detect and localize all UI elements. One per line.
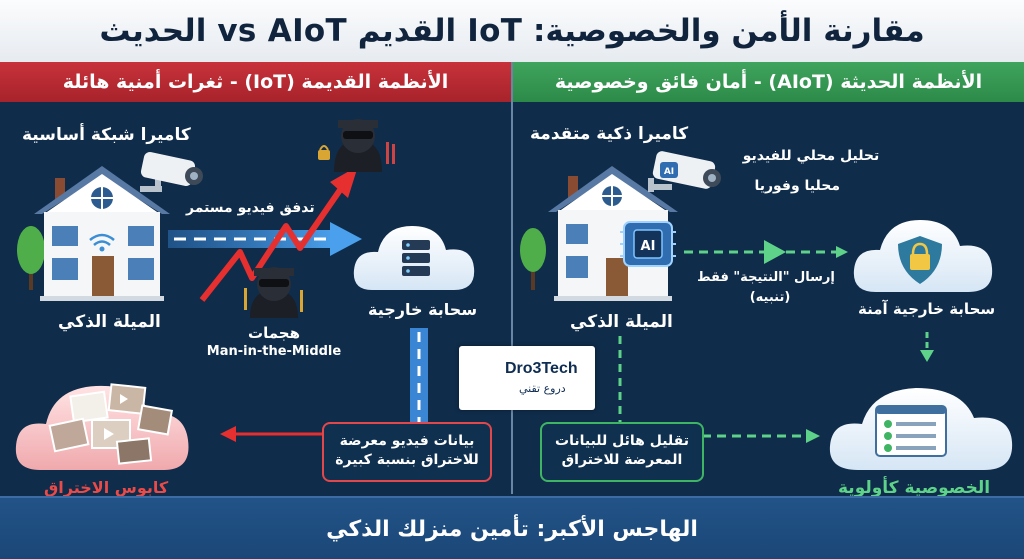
external-cloud-label: سحابة خارجية: [368, 300, 478, 319]
reduce-data-box: تقليل هائل للبيانات المعرضة للاختراق: [540, 422, 704, 482]
send-result-line1: إرسال "النتيجة" فقط: [697, 270, 835, 285]
legacy-panel-header: الأنظمة القديمة (IoT) - ثغرات أمنية هائل…: [0, 62, 511, 102]
reduce-right-arrow: [702, 429, 820, 443]
legacy-house-label: الميلة الذكي: [58, 312, 161, 332]
local-analysis-line1: تحليل محلي للفيديو: [742, 148, 880, 164]
leaked-photo-thumbnails: [48, 383, 174, 465]
reduce-line2: المعرضة للاختراق: [561, 452, 683, 468]
leak-down-arrow: [410, 328, 428, 436]
hacker-mitm-icon: [244, 267, 303, 318]
legacy-camera-icon: [140, 151, 203, 192]
modern-panel-header: الأنظمة الحديثة (AIoT) - أمان فائق وخصوص…: [513, 62, 1024, 102]
title-bar: مقارنة الأمن والخصوصية: IoT القديم vs AI…: [0, 0, 1024, 62]
exposed-data-box: بيانات فيديو معرضة للاختراق بنسبة كبيرة: [322, 422, 492, 482]
stream-label: تدفق فيديو مستمر: [186, 200, 315, 216]
logo-name: Dro3Tech: [505, 360, 578, 377]
attack-label-line2: Man-in-the-Middle: [206, 344, 342, 359]
smart-camera-icon: AI: [648, 151, 721, 192]
footer-bar: الهاجس الأكبر: تأمين منزلك الذكي: [0, 496, 1024, 559]
nightmare-cloud-icon: [15, 383, 189, 470]
tree-left-icon: [17, 226, 45, 290]
secure-cloud-icon: [853, 220, 993, 292]
dro3tech-logo: Dro3Tech دروع تقني: [459, 346, 595, 410]
reduce-line1: تقليل هائل للبيانات: [555, 433, 689, 449]
legacy-header-text: الأنظمة القديمة (IoT) - ثغرات أمنية هائل…: [62, 71, 449, 93]
privacy-label: الخصوصية كأولوية: [838, 478, 991, 498]
legacy-house-icon: [34, 166, 170, 301]
secure-cloud-label: سحابة خارجية آمنة: [858, 300, 996, 318]
privacy-cloud-icon: [829, 388, 1013, 470]
logo-subtitle: دروع تقني: [519, 382, 566, 395]
ai-chip-icon: AI: [620, 221, 676, 267]
local-analysis-line2: محليا وفوريا: [754, 178, 840, 194]
footer-text: الهاجس الأكبر: تأمين منزلك الذكي: [326, 517, 698, 542]
exposed-line2: للاختراق بنسبة كبيرة: [335, 452, 479, 468]
attack-label-line1: هجمات: [248, 324, 300, 342]
legacy-camera-label: كاميرا شبكة أساسية: [22, 125, 191, 145]
tree-right-icon: [520, 228, 546, 290]
attack-zigzag-arrow: [199, 166, 358, 302]
page-title: مقارنة الأمن والخصوصية: IoT القديم vs AI…: [99, 13, 925, 49]
leak-left-arrow: [220, 426, 322, 442]
external-cloud-icon: [353, 226, 475, 290]
hacker-top-icon: [318, 119, 395, 172]
modern-house-label: الميلة الذكي: [570, 312, 673, 332]
nightmare-label: كابوس الاختراق: [44, 478, 169, 497]
secure-down-arrow: [920, 332, 934, 362]
panel-divider: [511, 62, 513, 494]
exposed-line1: بيانات فيديو معرضة: [339, 433, 475, 449]
ai-chip-text: AI: [641, 239, 656, 254]
send-result-line2: (تنبيه): [749, 290, 791, 305]
result-only-arrow: [684, 240, 848, 264]
smart-camera-label: كاميرا ذكية متقدمة: [530, 124, 689, 144]
ai-camera-text: AI: [664, 167, 674, 177]
video-stream-arrow: [168, 222, 362, 256]
modern-header-text: الأنظمة الحديثة (AIoT) - أمان فائق وخصوص…: [554, 71, 983, 93]
